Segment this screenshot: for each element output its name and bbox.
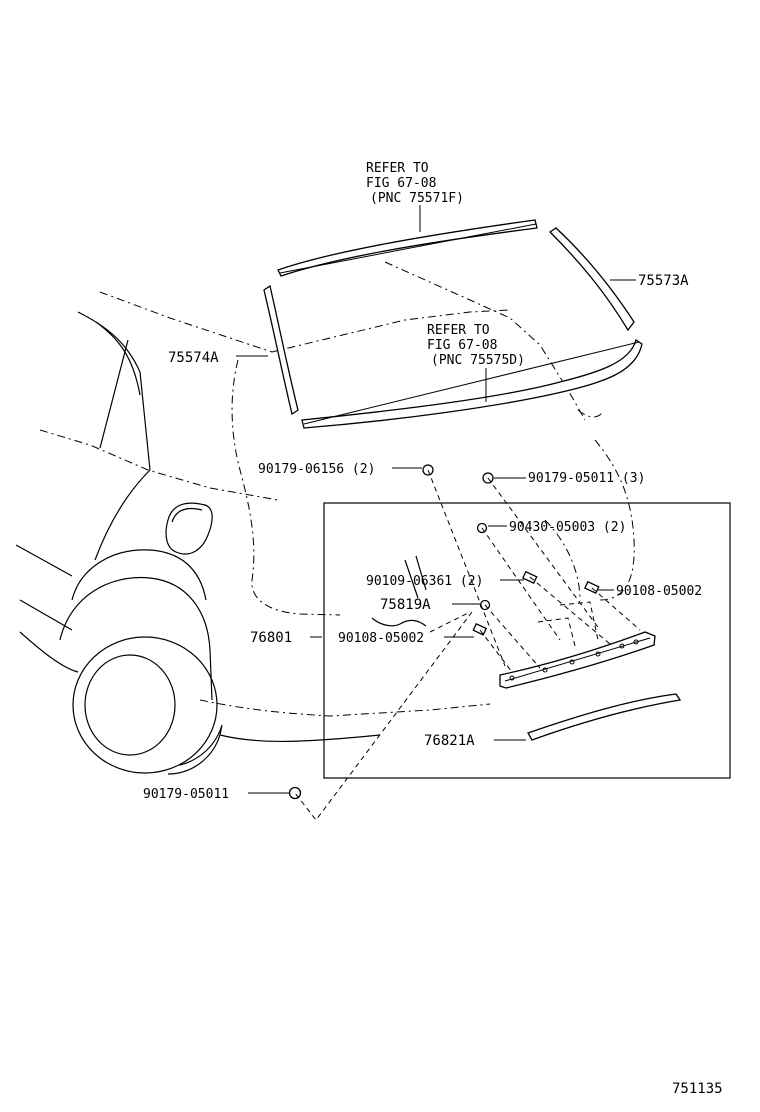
screw-90108-05002-icon [584, 580, 600, 595]
refer-note-upper: REFER TO FIG 67-08 (PNC 75571F) [366, 161, 464, 206]
garnish-76801 [499, 631, 656, 689]
label-75573A: 75573A [638, 273, 689, 289]
refer-upper-line2: FIG 67-08 [366, 176, 436, 191]
dashed-assembly-lines [294, 469, 641, 821]
label-90108-05002-left: 90108-05002 [338, 631, 424, 646]
refer-lower-line1: REFER TO [427, 323, 490, 338]
label-75819A: 75819A [380, 597, 431, 613]
moulding-75574A [263, 284, 299, 416]
label-76801: 76801 [250, 630, 292, 646]
label-75574A: 75574A [168, 350, 219, 366]
screw-90108-05002-left-icon [472, 622, 488, 636]
label-90179-05011-3: 90179-05011 (3) [528, 471, 645, 486]
moulding-76821A [527, 693, 682, 741]
label-90108-05002-right: 90108-05002 [616, 584, 702, 599]
label-leaders [236, 205, 636, 794]
detail-box [323, 502, 731, 779]
refer-upper-line1: REFER TO [366, 161, 429, 176]
moulding-lower-75575D [301, 338, 643, 429]
label-90109-06361: 90109-06361 (2) [366, 574, 483, 589]
moulding-75573A [548, 227, 635, 332]
clip-90179-05011-lower-icon [288, 786, 302, 800]
refer-lower-line3: (PNC 75575D) [431, 353, 525, 368]
vehicle-body-outline [15, 261, 635, 775]
refer-upper-line3: (PNC 75571F) [370, 191, 464, 206]
label-90179-06156: 90179-06156 (2) [258, 462, 375, 477]
refer-note-lower: REFER TO FIG 67-08 (PNC 75575D) [427, 323, 525, 368]
figure-number: 751135 [672, 1081, 723, 1097]
label-76821A: 76821A [424, 733, 475, 749]
label-90179-05011: 90179-05011 [143, 787, 229, 802]
label-90430-05003: 90430-05003 (2) [509, 520, 626, 535]
moulding-upper-75571F [277, 219, 538, 277]
refer-lower-line2: FIG 67-08 [427, 338, 497, 353]
